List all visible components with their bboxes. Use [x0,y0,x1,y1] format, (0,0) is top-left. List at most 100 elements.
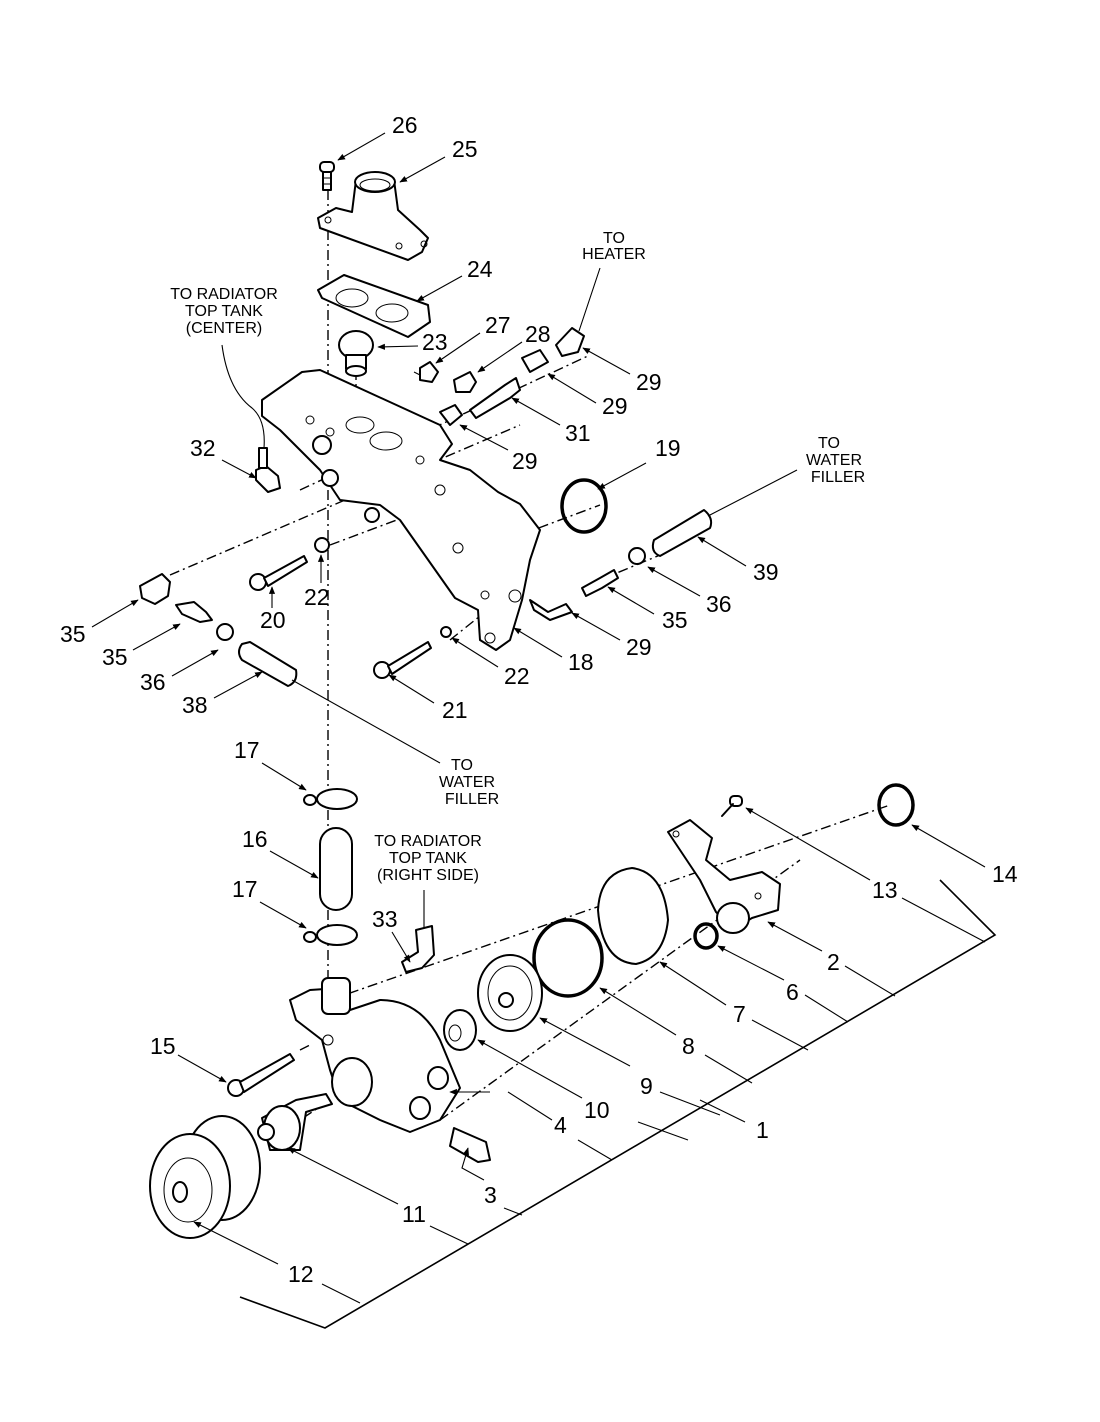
note-heater: TO HEATER [578,230,646,332]
svg-text:TOP TANK: TOP TANK [185,303,263,320]
part-32-elbow [255,447,281,493]
part-8-o-ring [532,918,604,998]
part-11-bearing-shaft [257,1093,333,1151]
part-29-fitting-lower [439,404,463,426]
part-36-fitting-left [175,601,213,623]
callout-29-upper: 29 [602,393,628,419]
callout-32: 32 [190,435,216,461]
callout-22-lower: 22 [504,663,530,689]
callout-15: 15 [150,1033,176,1059]
assembly-bracket [239,879,997,1329]
callout-33: 33 [372,906,398,932]
callout-4: 4 [554,1112,567,1138]
part-3-dowel [449,1127,491,1163]
part-17-clamp-lower [303,924,358,946]
part-20-bolt [249,555,308,591]
svg-text:FILLER: FILLER [811,469,865,486]
part-18-manifold-bracket [261,369,541,651]
callout-37-right: 36 [706,591,732,617]
callout-39: 39 [753,559,779,585]
callout-21: 21 [442,697,468,723]
part-26-bolt [319,161,335,191]
callout-38: 38 [182,692,208,718]
svg-text:TO: TO [603,230,625,247]
callout-22-upper: 22 [304,584,330,610]
part-38-hose [238,641,298,687]
callout-20: 20 [260,607,286,633]
part-35-elbow [139,573,171,605]
svg-text:TO RADIATOR: TO RADIATOR [374,833,482,850]
callout-23: 23 [422,329,448,355]
note-radiator-right: TO RADIATOR TOP TANK (RIGHT SIDE) [374,833,482,928]
part-13-bolt [721,795,743,817]
part-9-impeller [477,954,543,1032]
callout-30-lower: 29 [626,634,652,660]
part-30-elbow-upper [555,327,585,357]
part-37-clamp-left [216,623,234,641]
part-10-seal [443,1009,477,1051]
svg-text:WATER: WATER [439,774,495,791]
callout-24: 24 [467,256,493,282]
part-22-washer-upper [314,537,330,553]
part-27-fitting [413,361,439,383]
part-2-adapter [667,819,781,934]
part-16-hose [319,827,353,911]
part-28-fitting [453,371,477,393]
callout-10: 10 [584,1097,610,1123]
callout-3: 3 [484,1182,497,1208]
callout-9: 9 [640,1073,653,1099]
part-30-elbow-lower [529,599,573,621]
callout-37-left: 36 [140,669,166,695]
part-36-fitting-right [581,569,619,597]
callout-16: 16 [242,826,268,852]
callout-17-upper: 17 [234,737,260,763]
callout-14: 14 [992,861,1018,887]
part-19-o-ring [560,478,608,534]
part-39-hose [651,509,713,557]
callout-26: 26 [392,112,418,138]
part-22-washer-lower [440,626,452,638]
callout-30-upper: 29 [636,369,662,395]
part-7-cover-plate [597,867,669,965]
callout-27: 27 [485,312,511,338]
callout-2: 2 [827,949,840,975]
callout-25: 25 [452,136,478,162]
svg-text:TO: TO [451,757,473,774]
svg-text:TO RADIATOR: TO RADIATOR [170,286,278,303]
callout-6: 6 [786,979,799,1005]
callout-36-left: 35 [102,644,128,670]
callout-1: 1 [756,1117,769,1143]
callout-17-lower: 17 [232,876,258,902]
callout-13: 13 [872,877,898,903]
callout-7: 7 [733,1001,746,1027]
callout-11: 11 [402,1201,426,1227]
svg-text:HEATER: HEATER [582,246,646,263]
part-37-clamp-right [628,547,646,565]
svg-text:TOP TANK: TOP TANK [389,850,467,867]
svg-text:TO: TO [818,435,840,452]
part-29-fitting-upper [521,349,549,373]
note-water-filler-right: TO WATER FILLER [707,435,865,517]
part-31-fitting [469,377,521,419]
note-radiator-center: TO RADIATOR TOP TANK (CENTER) [170,286,278,449]
part-24-gasket [317,274,431,338]
callout-36-right: 35 [662,607,688,633]
callout-35: 35 [60,621,86,647]
callout-12: 12 [288,1261,314,1287]
callout-28: 28 [525,321,551,347]
callout-group: 26 25 24 23 27 28 29 29 31 29 19 32 [60,112,1018,1304]
part-21-bolt [373,641,432,679]
svg-text:(RIGHT SIDE): (RIGHT SIDE) [377,867,479,884]
part-14-o-ring [877,783,915,827]
callout-18: 18 [568,649,594,675]
part-12-pulley [149,1115,261,1239]
svg-text:FILLER: FILLER [445,791,499,808]
part-4-pump-body [289,977,461,1133]
callout-8: 8 [682,1033,695,1059]
part-6-o-ring [693,922,719,950]
part-17-clamp-upper [303,788,358,810]
svg-text:WATER: WATER [806,452,862,469]
part-15-bolt [227,1053,295,1097]
svg-text:(CENTER): (CENTER) [186,320,262,337]
